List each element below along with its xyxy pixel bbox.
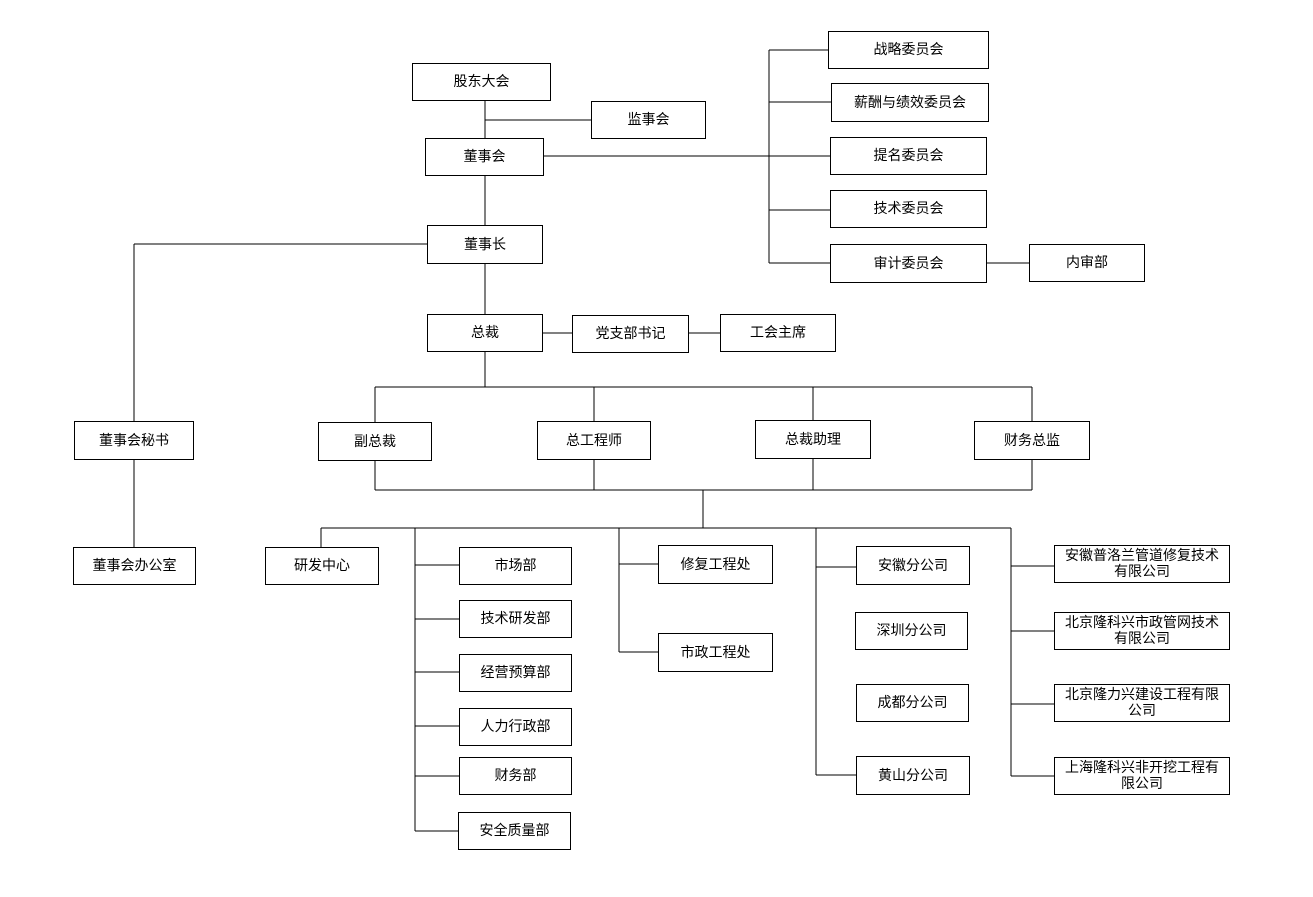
node-audit-committee: 审计委员会 — [830, 244, 987, 283]
node-board-office: 董事会办公室 — [73, 547, 196, 585]
node-sub-beijing-municipal: 北京隆科兴市政管网技术有限公司 — [1054, 612, 1230, 650]
node-anhui-branch: 安徽分公司 — [856, 546, 970, 585]
node-cfo: 财务总监 — [974, 421, 1090, 460]
node-president-assistant: 总裁助理 — [755, 420, 871, 459]
node-strategy-committee: 战略委员会 — [828, 31, 989, 69]
node-nomination-committee: 提名委员会 — [830, 137, 987, 175]
node-technology-committee: 技术委员会 — [830, 190, 987, 228]
node-repair-office: 修复工程处 — [658, 545, 773, 584]
node-union-chair: 工会主席 — [720, 314, 836, 352]
node-sub-beijing-construction: 北京隆力兴建设工程有限公司 — [1054, 684, 1230, 722]
node-compensation-committee: 薪酬与绩效委员会 — [831, 83, 989, 122]
node-board: 董事会 — [425, 138, 544, 176]
node-shareholders: 股东大会 — [412, 63, 551, 101]
node-shenzhen-branch: 深圳分公司 — [855, 612, 968, 650]
node-rd-center: 研发中心 — [265, 547, 379, 585]
node-safety-quality: 安全质量部 — [458, 812, 571, 850]
node-marketing: 市场部 — [459, 547, 572, 585]
node-sub-anhui: 安徽普洛兰管道修复技术有限公司 — [1054, 545, 1230, 583]
node-municipal-office: 市政工程处 — [658, 633, 773, 672]
node-board-secretary: 董事会秘书 — [74, 421, 194, 460]
node-supervisors: 监事会 — [591, 101, 706, 139]
node-huangshan-branch: 黄山分公司 — [856, 756, 970, 795]
node-internal-audit: 内审部 — [1029, 244, 1145, 282]
node-sub-shanghai: 上海隆科兴非开挖工程有限公司 — [1054, 757, 1230, 795]
node-vice-president: 副总裁 — [318, 422, 432, 461]
node-party-secretary: 党支部书记 — [572, 315, 689, 353]
node-chairman: 董事长 — [427, 225, 543, 264]
node-budget: 经营预算部 — [459, 654, 572, 692]
node-hr-admin: 人力行政部 — [459, 708, 572, 746]
node-president: 总裁 — [427, 314, 543, 352]
node-finance: 财务部 — [459, 757, 572, 795]
node-chengdu-branch: 成都分公司 — [856, 684, 969, 722]
node-chief-engineer: 总工程师 — [537, 421, 651, 460]
node-tech-rd: 技术研发部 — [459, 600, 572, 638]
